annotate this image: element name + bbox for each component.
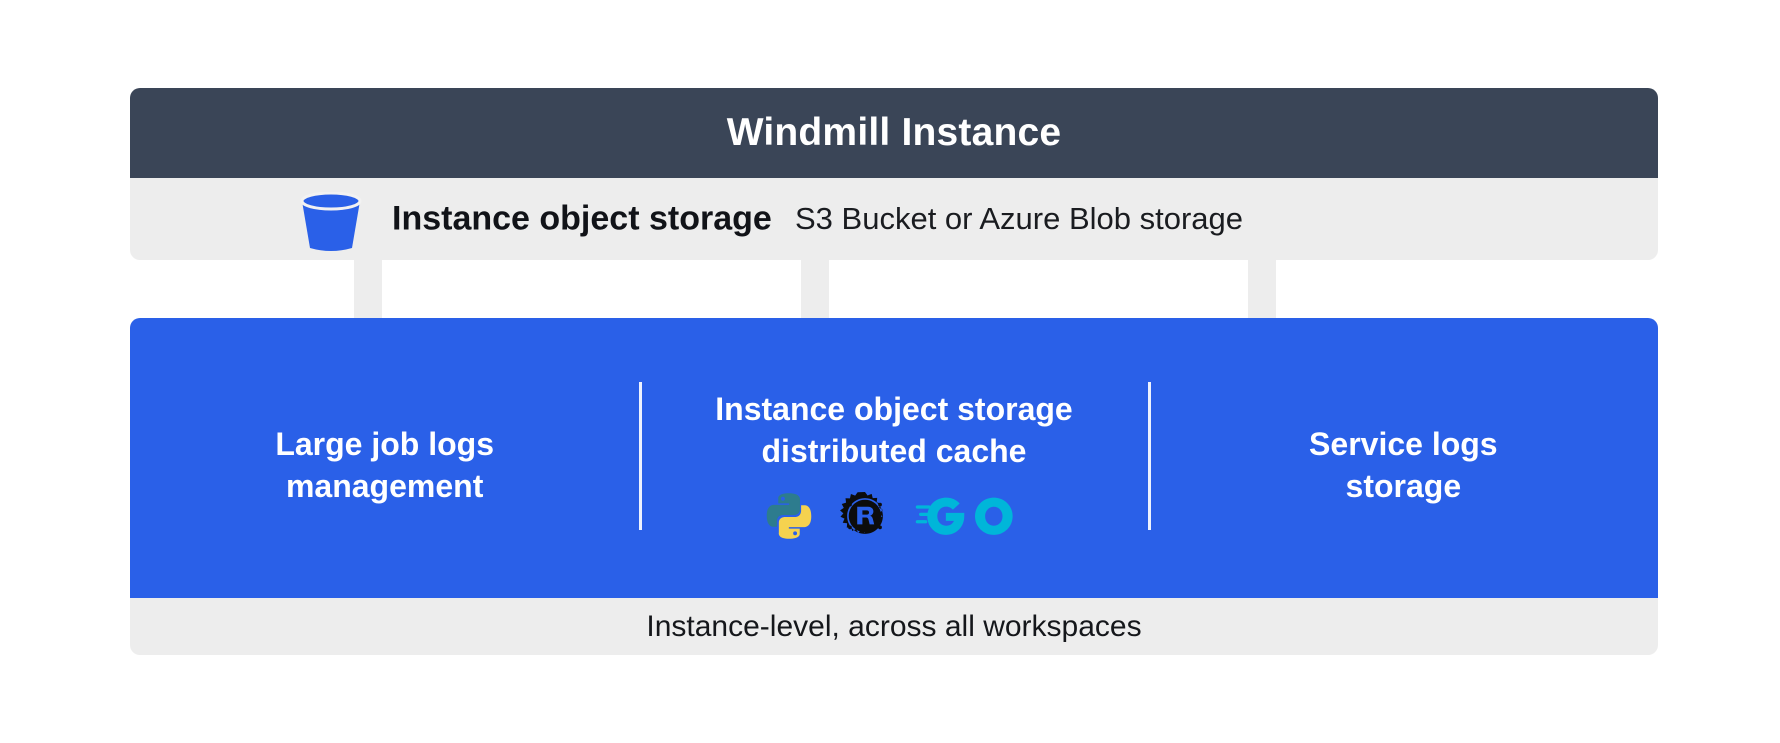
rust-logo [839,490,891,542]
go-logo [915,493,1025,539]
instance-scope-footer: Instance-level, across all workspaces [130,598,1658,655]
feature-title: Instance object storage distributed cach… [715,390,1073,469]
feature-column-distributed-cache: Instance object storage distributed cach… [639,318,1148,598]
architecture-diagram: Windmill Instance Instance object storag… [130,88,1658,655]
instance-header: Windmill Instance [130,88,1658,178]
features-panel: Large job logs management Instance objec… [130,318,1658,598]
column-divider [1148,382,1151,530]
footer-label: Instance-level, across all workspaces [646,609,1142,643]
instance-storage-sublabel: S3 Bucket or Azure Blob storage [795,201,1244,236]
instance-storage-label: Instance object storage [392,199,772,238]
feature-title: Service logs storage [1309,425,1498,504]
feature-column-large-job-logs: Large job logs management [130,318,639,598]
language-logos [763,490,1025,542]
instance-storage-band: Instance object storage S3 Bucket or Azu… [130,178,1658,260]
feature-column-service-logs: Service logs storage [1149,318,1658,598]
feature-title: Large job logs management [275,425,494,504]
python-logo [763,490,815,542]
column-divider [639,382,642,530]
bucket-icon [298,191,364,254]
page-title: Windmill Instance [726,111,1062,154]
